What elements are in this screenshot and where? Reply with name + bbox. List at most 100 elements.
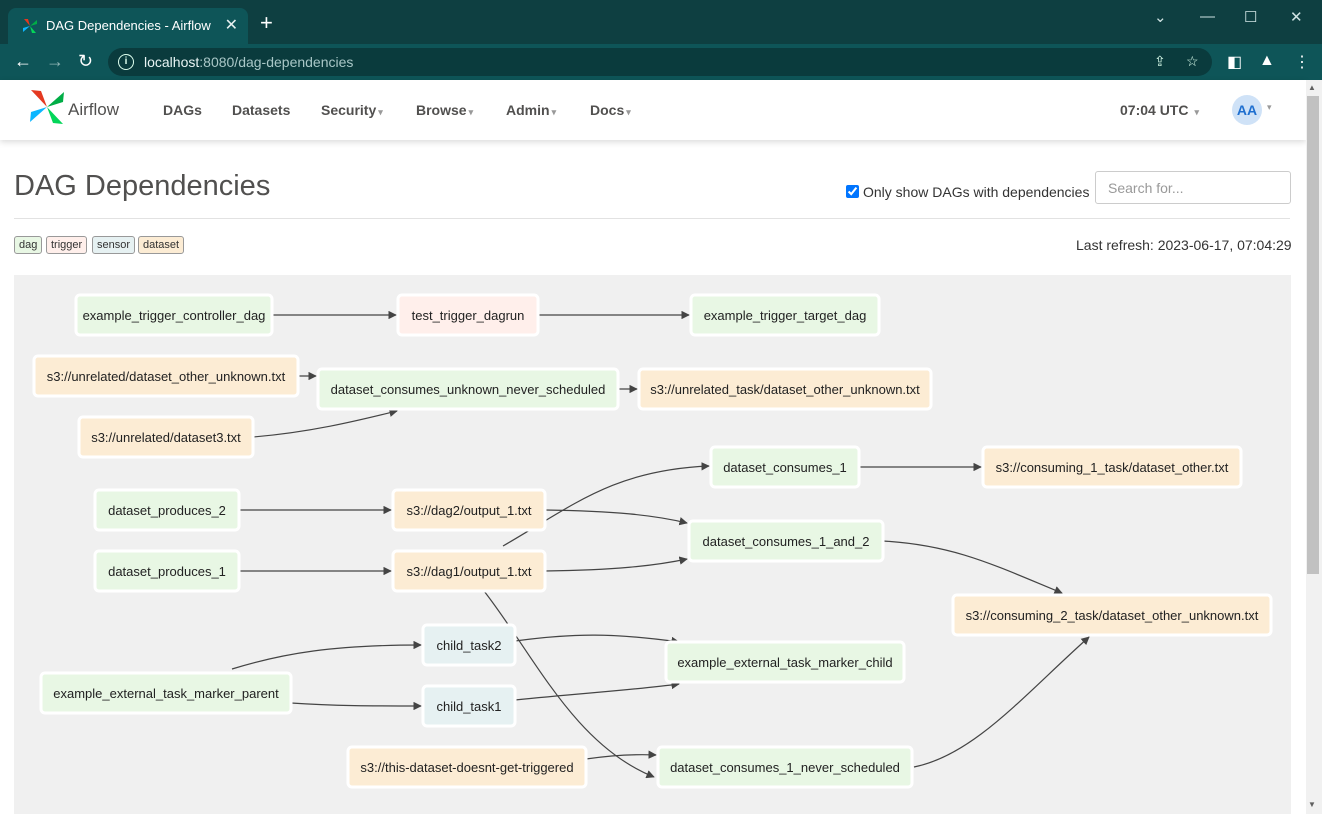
airflow-logo-text[interactable]: Airflow [68,100,120,119]
minimize-icon[interactable]: — [1200,8,1215,25]
graph-node-dag[interactable]: dataset_produces_1 [93,549,241,593]
graph-node-trigger[interactable]: test_trigger_dagrun [396,293,540,337]
graph-node-dataset[interactable]: s3://consuming_1_task/dataset_other.txt [981,445,1243,489]
reload-icon[interactable]: ↻ [78,51,94,71]
graph-edge [882,540,1063,595]
graph-node-box[interactable] [93,549,241,593]
graph-node-box[interactable] [687,519,885,563]
graph-node-dag[interactable]: dataset_consumes_1_never_scheduled [656,745,914,789]
forward-icon[interactable]: → [46,51,64,71]
graph-node-label: dataset_produces_2 [108,503,226,518]
nav-datasets[interactable]: Datasets [232,102,291,118]
graph-node-dataset[interactable]: s3://unrelated_task/dataset_other_unknow… [637,367,933,411]
graph-node-dag[interactable]: example_external_task_marker_child [664,640,906,684]
graph-node-dag[interactable]: example_external_task_marker_parent [39,671,293,715]
graph-node-box[interactable] [951,593,1273,637]
back-icon[interactable]: ← [14,51,32,71]
browser-tab[interactable]: DAG Dependencies - Airflow ✕ [8,8,248,44]
scroll-down-icon[interactable]: ▼ [1308,800,1316,809]
site-info-icon[interactable]: i [118,54,134,70]
graph-node-box[interactable] [396,293,540,337]
graph-node-box[interactable] [391,488,547,532]
sidebar-icon[interactable]: ◧ [1227,54,1243,71]
graph-edge [544,509,688,526]
collapse-tabs-icon[interactable]: ⌄ [1154,9,1167,26]
nav-security[interactable]: Security▾ [321,102,383,118]
user-avatar[interactable]: AA [1232,95,1262,125]
graph-node-box[interactable] [709,445,861,489]
graph-node-label: example_external_task_marker_parent [53,686,279,701]
url-bar[interactable]: i localhost:8080/dag-dependencies ⇪ ☆ [108,48,1212,76]
graph-node-box[interactable] [637,367,933,411]
graph-edge [514,634,680,646]
graph-node-box[interactable] [981,445,1243,489]
airflow-favicon-icon [23,19,37,33]
graph-node-dataset[interactable]: s3://this-dataset-doesnt-get-triggered [346,745,588,789]
dependencies-filter[interactable]: Only show DAGs with dependencies [846,184,1089,200]
graph-node-box[interactable] [316,367,620,411]
graph-edge [290,701,422,711]
graph-node-dag[interactable]: dataset_consumes_1_and_2 [687,519,885,563]
nav-browse[interactable]: Browse▾ [416,102,474,118]
browser-menu-icon[interactable]: ⋮ [1294,54,1310,71]
nav-docs[interactable]: Docs▾ [590,102,631,118]
graph-node-dag[interactable]: example_trigger_controller_dag [74,293,274,337]
scrollbar-thumb[interactable] [1307,96,1319,574]
graph-edge [514,680,680,701]
graph-node-box[interactable] [664,640,906,684]
legend-dag: dag [14,236,43,254]
graph-node-label: dataset_consumes_unknown_never_scheduled [331,382,606,397]
graph-node-sensor[interactable]: child_task2 [421,623,517,667]
graph-node-box[interactable] [93,488,241,532]
share-icon[interactable]: ⇪ [1154,53,1166,69]
dependency-graph[interactable]: example_trigger_controller_dag test_trigg… [14,275,1291,814]
chevron-down-icon: ▾ [551,107,557,117]
graph-node-box[interactable] [689,293,881,337]
graph-node-label: dataset_consumes_1_and_2 [703,534,870,549]
graph-node-box[interactable] [77,415,255,459]
nav-admin[interactable]: Admin▾ [506,102,557,118]
graph-node-sensor[interactable]: child_task1 [421,684,517,728]
graph-node-label: example_trigger_target_dag [704,308,867,323]
graph-node-dataset[interactable]: s3://unrelated/dataset_other_unknown.txt [32,354,300,398]
scroll-up-icon[interactable]: ▲ [1308,83,1316,92]
graph-node-label: child_task1 [436,699,501,714]
graph-node-box[interactable] [74,293,274,337]
dependencies-checkbox[interactable] [846,185,859,198]
graph-canvas[interactable]: example_trigger_controller_dag test_trigg… [14,275,1291,814]
graph-node-box[interactable] [656,745,914,789]
graph-edge [913,636,1090,768]
url-text[interactable]: localhost:8080/dag-dependencies [144,54,354,70]
graph-edge [252,408,398,438]
graph-node-box[interactable] [39,671,293,715]
graph-node-label: child_task2 [436,638,501,653]
search-input[interactable] [1095,171,1291,204]
utc-clock[interactable]: 07:04 UTC▾ [1120,102,1199,118]
graph-node-box[interactable] [391,549,547,593]
graph-node-dataset[interactable]: s3://dag2/output_1.txt [391,488,547,532]
graph-node-dag[interactable]: dataset_produces_2 [93,488,241,532]
chevron-down-icon[interactable]: ▾ [1267,102,1272,112]
extension-icon[interactable]: ▲ [1259,52,1275,69]
nav-dags[interactable]: DAGs [163,102,202,118]
graph-node-dag[interactable]: dataset_consumes_unknown_never_scheduled [316,367,620,411]
new-tab-icon[interactable]: + [260,10,273,35]
legend-trigger: trigger [46,236,88,254]
graph-node-dag[interactable]: dataset_consumes_1 [709,445,861,489]
graph-node-dataset[interactable]: s3://unrelated/dataset3.txt [77,415,255,459]
graph-node-label: example_external_task_marker_child [677,655,892,670]
tab-close-icon[interactable]: ✕ [224,17,238,34]
graph-node-box[interactable] [421,684,517,728]
graph-node-box[interactable] [346,745,588,789]
window-close-icon[interactable]: ✕ [1290,9,1303,26]
bookmark-star-icon[interactable]: ☆ [1186,53,1199,69]
graph-node-dataset[interactable]: s3://dag1/output_1.txt [391,549,547,593]
graph-node-box[interactable] [421,623,517,667]
graph-node-box[interactable] [32,354,300,398]
airflow-logo-icon[interactable] [28,88,66,126]
graph-node-dag[interactable]: example_trigger_target_dag [689,293,881,337]
maximize-icon[interactable]: ☐ [1244,9,1258,26]
graph-edge [585,750,657,760]
graph-node-dataset[interactable]: s3://consuming_2_task/dataset_other_unkn… [951,593,1273,637]
graph-node-label: s3://unrelated/dataset_other_unknown.txt [47,369,286,384]
